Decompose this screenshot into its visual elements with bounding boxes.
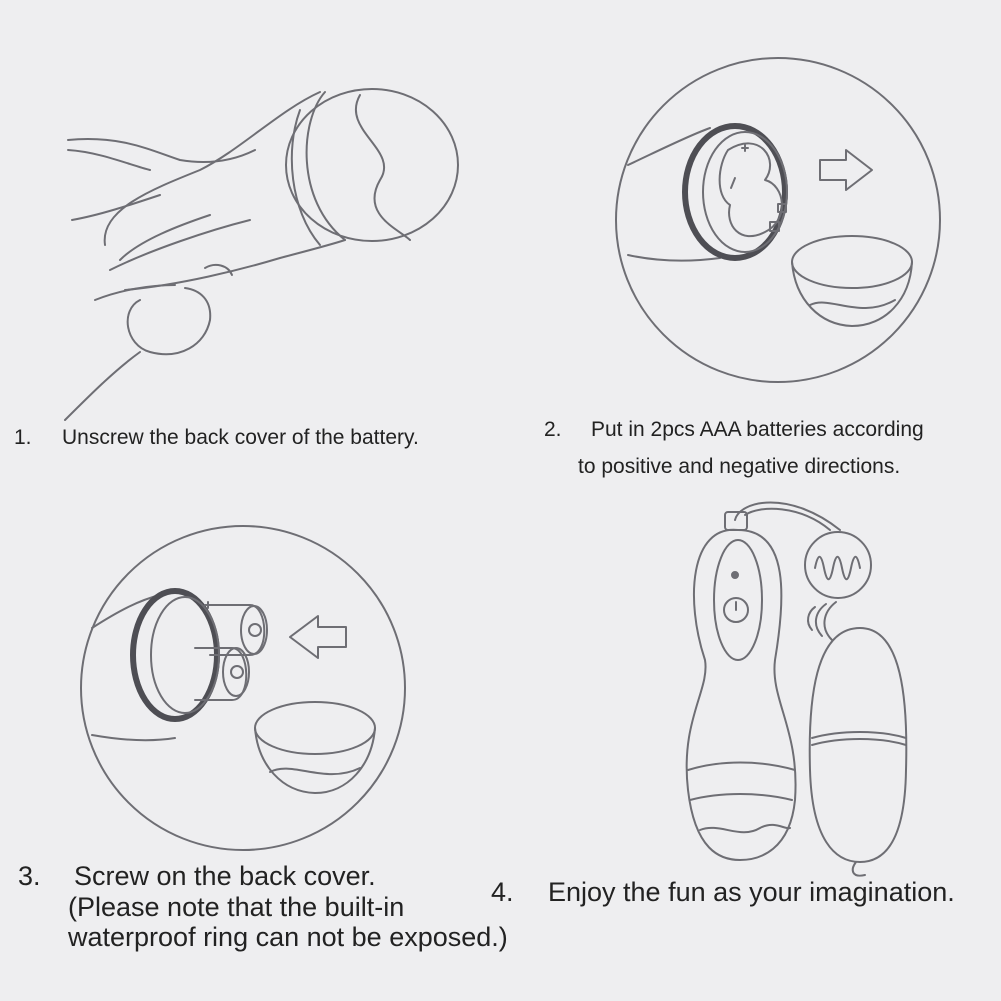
step4-illustration <box>685 501 908 877</box>
step2-number: 2. <box>544 418 562 441</box>
plus-icon <box>741 144 749 152</box>
wireless-signal-icon <box>807 606 816 631</box>
step3-illustration <box>80 525 406 851</box>
minus-icon <box>730 177 736 189</box>
plus-icon <box>204 601 212 609</box>
remote-control <box>685 528 797 861</box>
egg-cap-icon <box>285 88 459 242</box>
step1-text: Unscrew the back cover of the battery. <box>62 426 419 449</box>
step4-text: Enjoy the fun as your imagination. <box>548 877 955 907</box>
step2-illustration <box>615 57 941 383</box>
step1-number: 1. <box>14 426 32 449</box>
step3-text-line2: (Please note that the built-in <box>68 892 405 922</box>
arrow-left-icon <box>289 615 347 659</box>
vibration-bubble-icon <box>804 531 872 599</box>
egg-icon <box>808 627 908 863</box>
step2-text-line2: to positive and negative directions. <box>578 455 901 478</box>
step1-illustration <box>64 88 459 421</box>
step3-text-line3: waterproof ring can not be exposed.) <box>68 922 508 952</box>
arrow-right-icon <box>819 149 873 191</box>
step2-text-line1: Put in 2pcs AAA batteries according <box>591 418 924 441</box>
step4-number: 4. <box>491 877 514 907</box>
step3-number: 3. <box>18 861 41 891</box>
power-icon <box>723 597 749 623</box>
step3-text-line1: Screw on the back cover. <box>74 861 376 891</box>
